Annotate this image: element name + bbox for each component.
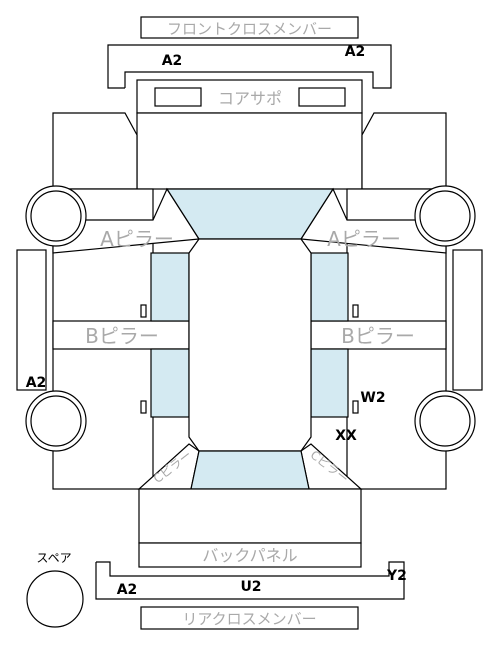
right-a-pillar-label: Aピラー [327,227,401,251]
front-cross-member-box[interactable] [140,16,359,39]
hood-panel[interactable] [136,112,363,190]
rear-cross-member-box[interactable] [140,606,359,630]
right-front-fender[interactable] [361,112,447,190]
right-rear-door-code: W2 [360,390,385,406]
right-front-door-handle[interactable] [352,304,359,318]
left-a-pillar-label: Aピラー [100,227,174,251]
left-rear-wheel[interactable] [30,395,82,447]
right-rear-window[interactable] [310,348,349,418]
back-panel-label: バックパネル [202,546,297,565]
right-b-pillar-label: Bピラー [341,324,415,348]
right-rear-wheel[interactable] [419,395,471,447]
left-b-pillar-label: Bピラー [85,324,159,348]
left-rear-window[interactable] [150,348,190,418]
left-side-code: A2 [26,375,47,391]
rear-member-center-code: U2 [240,579,261,595]
front-member-right-code: A2 [345,44,366,60]
headlight-right[interactable] [298,87,346,107]
trunk-lid[interactable] [138,488,362,544]
right-b-pillar[interactable] [310,320,447,350]
core-support-label: コアサポ [218,89,282,108]
headlight-left[interactable] [154,87,202,107]
rear-window[interactable] [190,450,310,490]
rear-member-right-code: Y2 [386,568,407,584]
left-front-fender[interactable] [52,112,138,190]
front-bracket[interactable] [107,44,392,89]
spare-label: スペア [36,551,71,565]
left-front-door-handle[interactable] [140,304,147,318]
right-front-wheel[interactable] [419,190,471,242]
left-rear-door-handle[interactable] [140,400,147,414]
right-rear-door-handle[interactable] [352,400,359,414]
rear-bracket[interactable] [95,561,405,600]
front-cross-member-label: フロントクロスメンバー [167,20,332,38]
right-rocker-panel[interactable] [452,249,483,391]
left-front-wheel[interactable] [30,190,82,242]
left-front-window[interactable] [150,252,190,322]
rear-cross-member-label: リアクロスメンバー [182,610,316,628]
back-panel[interactable] [138,542,362,568]
spare-tire[interactable] [26,570,84,628]
rear-member-left-code: A2 [117,582,138,598]
left-b-pillar[interactable] [52,320,190,350]
right-rear-code: XX [335,428,357,444]
left-rocker-panel[interactable] [16,249,47,391]
front-member-left-code: A2 [162,53,183,69]
right-front-window[interactable] [310,252,349,322]
roof-panel[interactable] [188,238,312,452]
